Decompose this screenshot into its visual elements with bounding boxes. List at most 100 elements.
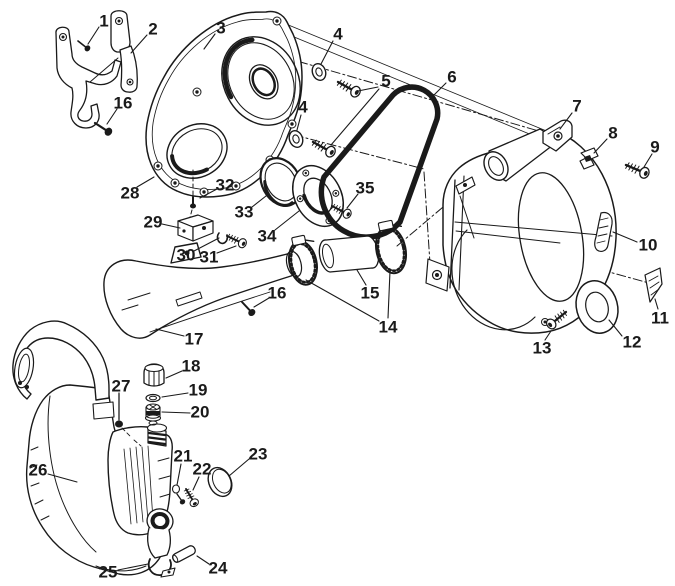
callout-label-19-20: 19 bbox=[189, 381, 208, 400]
pin-24 bbox=[172, 545, 196, 563]
clutch-outer-cover bbox=[425, 119, 617, 334]
callout-leader-31 bbox=[216, 245, 237, 254]
callout-label-1-0: 1 bbox=[99, 12, 108, 31]
bolt-16-middle bbox=[238, 298, 258, 319]
callout-label-24-25: 24 bbox=[209, 559, 228, 578]
callout-leader-4 bbox=[296, 114, 302, 131]
callout-leader-23 bbox=[228, 458, 250, 477]
screw-22 bbox=[181, 485, 201, 510]
callout-label-35-36: 35 bbox=[356, 179, 375, 198]
inner-cover-plate bbox=[145, 10, 303, 198]
washer-4-upper bbox=[309, 61, 329, 83]
callout-leader-20 bbox=[161, 411, 191, 414]
callout-leader-3 bbox=[203, 33, 216, 50]
callout-label-8-8: 8 bbox=[608, 124, 617, 143]
callout-leader-29 bbox=[161, 223, 181, 229]
callout-leader-16 bbox=[253, 297, 270, 308]
callout-leader-8 bbox=[593, 138, 608, 154]
callout-label-16-16: 16 bbox=[114, 94, 133, 113]
callout-label-13-13: 13 bbox=[533, 339, 552, 358]
callout-label-15-15: 15 bbox=[361, 284, 380, 303]
callout-leader-12 bbox=[608, 319, 623, 337]
callout-leader-6 bbox=[429, 82, 447, 100]
clamp-25 bbox=[147, 558, 176, 578]
callout-label-5-4: 5 bbox=[381, 72, 390, 91]
callout-leader-16 bbox=[106, 108, 118, 125]
callout-label-7-7: 7 bbox=[572, 97, 581, 116]
callout-label-27-28: 27 bbox=[112, 377, 131, 396]
ring-12 bbox=[575, 280, 619, 334]
callout-label-16-17: 16 bbox=[268, 284, 287, 303]
callout-label-25-26: 25 bbox=[99, 563, 118, 582]
callout-label-21-22: 21 bbox=[174, 447, 193, 466]
fitting-20 bbox=[144, 403, 162, 426]
bolt-21 bbox=[171, 484, 187, 506]
clamp-14-left bbox=[288, 234, 318, 286]
callout-leader-25 bbox=[117, 563, 149, 571]
oil-tank bbox=[107, 423, 174, 559]
callout-label-31-32: 31 bbox=[200, 248, 219, 267]
callout-leader-5 bbox=[357, 86, 379, 92]
callout-label-28-29: 28 bbox=[121, 184, 140, 203]
callout-label-11-11: 11 bbox=[651, 309, 669, 328]
callout-label-26-27: 26 bbox=[29, 461, 48, 480]
callout-label-20-21: 20 bbox=[191, 403, 210, 422]
callout-leader-32 bbox=[199, 188, 218, 199]
callout-label-10-10: 10 bbox=[639, 236, 658, 255]
callout-label-30-31: 30 bbox=[177, 246, 196, 265]
gasket-19 bbox=[145, 393, 161, 403]
callout-leader-11 bbox=[654, 298, 659, 310]
callout-label-17-18: 17 bbox=[185, 330, 204, 349]
bracket-10 bbox=[594, 211, 613, 252]
callout-label-6-5: 6 bbox=[447, 68, 456, 87]
callout-label-23-24: 23 bbox=[249, 445, 268, 464]
callout-leader-19 bbox=[161, 392, 189, 398]
callout-leader-2 bbox=[130, 34, 148, 54]
callout-leader-35 bbox=[346, 193, 359, 209]
callout-label-14-14: 14 bbox=[379, 318, 398, 337]
callout-leader-22 bbox=[192, 476, 200, 491]
callout-leader-5 bbox=[330, 88, 380, 146]
bolt-1 bbox=[75, 37, 93, 54]
callout-label-3-2: 3 bbox=[216, 19, 225, 38]
callout-label-34-35: 34 bbox=[258, 227, 277, 246]
callout-leader-26 bbox=[47, 473, 78, 483]
callout-label-9-9: 9 bbox=[650, 138, 659, 157]
callout-label-33-34: 33 bbox=[235, 203, 254, 222]
callout-leader-33 bbox=[251, 195, 267, 208]
callout-leader-17 bbox=[155, 328, 185, 337]
screw-5-upper bbox=[334, 75, 364, 100]
callout-label-2-1: 2 bbox=[148, 20, 157, 39]
callout-label-18-19: 18 bbox=[182, 357, 201, 376]
mounting-bracket bbox=[55, 10, 138, 129]
callout-leader-24 bbox=[196, 555, 210, 565]
callout-leader-9 bbox=[643, 153, 653, 168]
callout-leader-18 bbox=[165, 370, 183, 379]
callout-label-4-3: 4 bbox=[333, 25, 343, 44]
seal-33 bbox=[259, 157, 303, 207]
wedge-11 bbox=[644, 267, 663, 303]
bolt-31 bbox=[224, 230, 249, 251]
hose-15 bbox=[318, 235, 380, 273]
clip-8 bbox=[579, 147, 599, 170]
clamp-14-right bbox=[374, 219, 408, 275]
cover-cap-23 bbox=[207, 466, 233, 498]
callout-leader-4 bbox=[320, 40, 334, 65]
callout-leader-13 bbox=[544, 330, 552, 341]
callout-leader-21 bbox=[176, 463, 182, 486]
callout-leader-14 bbox=[305, 279, 380, 322]
callout-label-29-30: 29 bbox=[144, 213, 163, 232]
callout-label-32-33: 32 bbox=[216, 176, 235, 195]
callout-leader-15 bbox=[356, 269, 367, 286]
callout-label-12-12: 12 bbox=[623, 333, 642, 352]
bracket-29 bbox=[177, 214, 214, 242]
cap-18 bbox=[143, 363, 165, 387]
callout-leader-1 bbox=[87, 26, 100, 45]
callout-leader-10 bbox=[612, 231, 638, 243]
callout-label-4-6: 4 bbox=[298, 98, 308, 117]
callout-leader-34 bbox=[274, 210, 300, 231]
callout-leader-30 bbox=[193, 237, 220, 252]
